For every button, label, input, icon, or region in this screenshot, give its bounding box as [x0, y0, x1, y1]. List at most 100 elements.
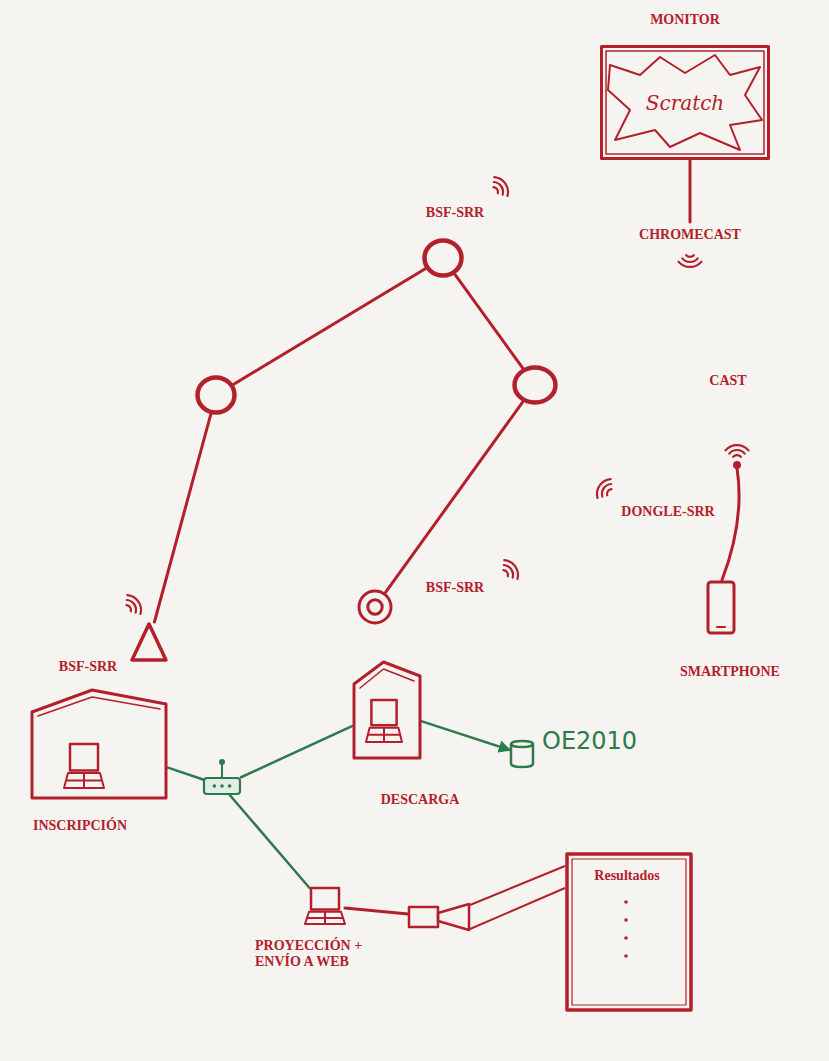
phone-outline — [706, 580, 736, 635]
shape-group — [305, 888, 345, 924]
bullseye-part — [368, 600, 382, 614]
house-outline — [352, 660, 422, 760]
phone-part — [708, 582, 734, 633]
list-dot — [624, 954, 628, 958]
cylinder-part — [511, 741, 533, 767]
ellipse-part — [198, 378, 235, 413]
router-antenna-tip — [219, 759, 225, 765]
bullseye-part — [359, 591, 391, 623]
laptop-screen — [70, 744, 98, 770]
shape-group — [132, 624, 166, 660]
laptop-keyboard — [64, 773, 104, 788]
house-part — [360, 669, 414, 688]
laptop-keyboard — [305, 912, 345, 924]
router-antenna — [221, 765, 223, 777]
projector-node — [408, 903, 470, 931]
projector-part — [438, 904, 469, 930]
wireless-symbol — [122, 592, 145, 618]
phone-node: SMARTPHONE — [706, 580, 736, 635]
connector-line — [230, 795, 310, 888]
laptop-screen — [371, 700, 396, 725]
router-part — [228, 784, 232, 788]
cylinder-node: OE2010 — [510, 740, 534, 768]
shape-label: OE2010 — [542, 728, 637, 756]
shape-group — [708, 582, 734, 633]
projector-beam — [470, 888, 565, 929]
screen-node: Resultados — [565, 852, 693, 1012]
connector-line — [422, 721, 510, 750]
shape-group — [409, 904, 469, 930]
house-part — [32, 690, 166, 798]
shape-label: BSF-SRR — [59, 659, 117, 675]
router-part — [213, 784, 217, 788]
laptop-keyboard — [366, 728, 402, 742]
shape-label: INSCRIPCIÓN — [33, 818, 127, 834]
ellipse-node — [195, 375, 237, 415]
shape-group — [602, 47, 769, 159]
monitor-stand — [689, 160, 692, 222]
connector-line — [168, 768, 203, 780]
projector-beam — [470, 866, 565, 905]
shape-group — [359, 591, 391, 623]
shape-group — [32, 690, 166, 798]
connector-line — [455, 274, 523, 368]
triangle-part — [132, 624, 166, 660]
shape-label: PROYECCIÓN + ENVÍO A WEB — [255, 938, 380, 970]
shape-label: MONITOR — [650, 12, 720, 28]
wireless-symbol — [679, 255, 702, 267]
monitor-part — [606, 51, 764, 154]
shape-label: DESCARGA — [381, 792, 460, 808]
monitor-node: MONITORScratch — [600, 45, 770, 160]
screen-part — [567, 854, 691, 1010]
monitor-part — [602, 47, 769, 159]
ellipse-node — [512, 365, 558, 405]
list-dot — [624, 936, 628, 940]
shape-group — [425, 241, 462, 276]
wireless-symbol — [726, 445, 749, 457]
shape-group — [204, 778, 240, 794]
antenna-tip — [733, 461, 741, 469]
house-node: INSCRIPCIÓN — [30, 688, 168, 800]
bullseye-outline — [357, 589, 393, 625]
bullseye-node: BSF-SRR — [357, 589, 393, 625]
screen-part — [572, 859, 686, 1005]
router-part — [204, 778, 240, 794]
router-outline — [203, 777, 241, 795]
shape-group — [354, 662, 420, 758]
wireless-symbol — [499, 557, 522, 583]
triangle-node: BSF-SRR — [130, 622, 168, 662]
projector-part — [409, 907, 438, 927]
wireless-symbol — [489, 174, 512, 200]
connector-line — [241, 726, 352, 777]
ellipse-outline — [422, 238, 464, 278]
shape-group — [567, 854, 691, 1010]
ellipse-outline — [195, 375, 237, 415]
ellipse-part — [515, 368, 556, 403]
list-dot — [624, 900, 628, 904]
part-label: CAST — [709, 373, 746, 389]
wireless-symbol — [593, 476, 616, 502]
laptop-outline — [305, 888, 345, 924]
shape-label: SMARTPHONE — [680, 664, 780, 680]
router-part — [220, 784, 224, 788]
triangle-outline — [130, 622, 168, 662]
shape-group — [511, 741, 533, 767]
laptop-screen — [311, 888, 339, 910]
connector-line — [345, 908, 408, 914]
part-label: DONGLE-SRR — [621, 504, 714, 520]
projector-outline — [408, 903, 470, 931]
house-part — [38, 697, 160, 716]
house-outline — [30, 688, 168, 800]
shape-text: Resultados — [594, 868, 659, 884]
ellipse-node: BSF-SRR — [422, 238, 464, 278]
ellipse-outline — [512, 365, 558, 405]
connector-line — [154, 414, 210, 622]
house-node: DESCARGA — [352, 660, 422, 760]
laptop-node: PROYECCIÓN + ENVÍO A WEB — [305, 888, 345, 924]
ellipse-part — [425, 241, 462, 276]
house-part — [354, 662, 420, 758]
phone-part — [717, 626, 725, 628]
cylinder-outline — [510, 740, 534, 768]
